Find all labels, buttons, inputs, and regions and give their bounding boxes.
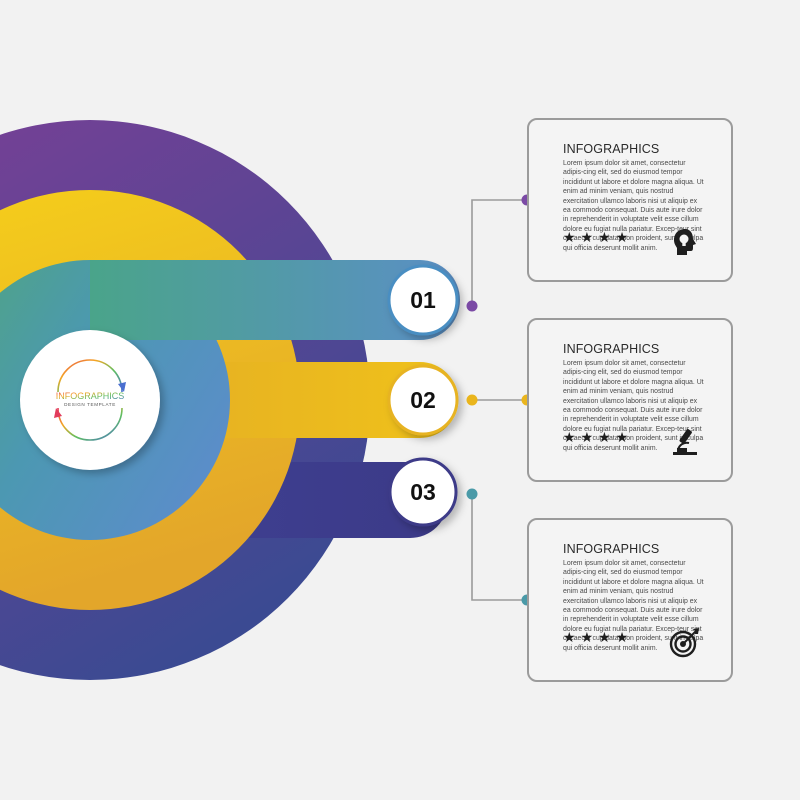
star-icon: ★ [615,629,629,645]
teal-band-01 [90,260,460,340]
badge-01[interactable] [387,264,459,336]
connector-01 [471,199,527,306]
star-icon: ★ [580,629,594,645]
card-title: INFOGRAPHICS [563,342,660,356]
card-body: Lorem ipsum dolor sit amet, consectetur … [563,160,704,252]
badge-03[interactable] [388,457,458,527]
ring-arc-top-icon [57,359,123,393]
star-icon: ★ [563,629,576,645]
card-body: Lorem ipsum dolor sit amet, consectetur … [563,560,704,652]
star-icon: ★ [598,229,611,245]
circle-rings [0,120,460,680]
star-icon: ★ [563,429,576,445]
dot-02-a [466,394,478,406]
connectors [471,199,527,601]
star-rating: ★ ★ ★ ★ [563,230,628,244]
info-card-01[interactable]: INFOGRAPHICS Lorem ipsum dolor sit amet,… [527,118,733,282]
star-icon: ★ [615,429,629,445]
arrow-head-icon [118,382,126,392]
center-title: INFOGRAPHICS [56,391,125,401]
badge-number-01: 01 [410,287,436,313]
badge-number-02: 02 [410,387,436,413]
microscope-icon [673,429,697,455]
number-badges: 01 02 03 [387,264,459,527]
card-body: Lorem ipsum dolor sit amet, consectetur … [563,360,704,452]
info-card-03[interactable]: INFOGRAPHICS Lorem ipsum dolor sit amet,… [527,518,733,682]
badge-number-03: 03 [410,479,436,505]
center-white-circle [20,330,160,470]
star-rating: ★ ★ ★ ★ [563,630,628,644]
badge-02[interactable] [387,364,459,436]
dot-01-a [466,300,478,312]
card-title: INFOGRAPHICS [563,142,660,156]
star-icon: ★ [563,229,576,245]
star-icon: ★ [598,429,611,445]
star-rating: ★ ★ ★ ★ [563,430,628,444]
target-arrow-icon [669,628,699,658]
dot-03-a [466,488,478,500]
center-subtitle: DESIGN TEMPLATE [64,402,116,407]
connector-03 [471,494,527,601]
center-logo: INFOGRAPHICS DESIGN TEMPLATE [54,359,126,441]
info-card-02[interactable]: INFOGRAPHICS Lorem ipsum dolor sit amet,… [527,318,733,482]
ring-arc-bottom-icon [57,407,123,441]
card-title: INFOGRAPHICS [563,542,660,556]
star-icon: ★ [598,629,611,645]
arrow-head-icon [54,408,62,418]
star-icon: ★ [580,429,594,445]
star-icon: ★ [615,229,629,245]
star-icon: ★ [580,229,594,245]
head-lightbulb-icon [674,229,696,255]
